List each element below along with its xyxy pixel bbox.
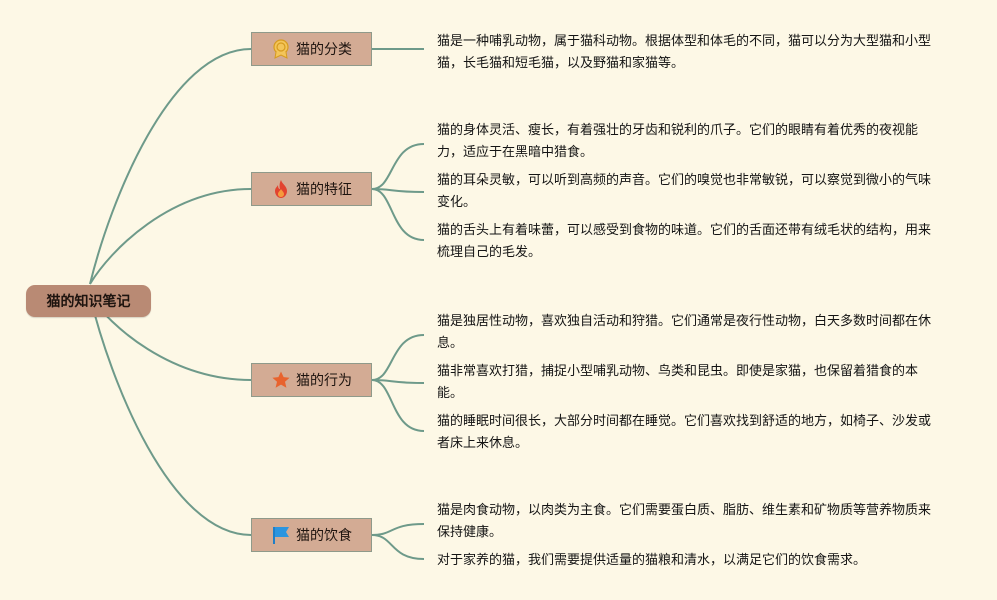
branch-node-3[interactable]: 猫的行为: [251, 363, 372, 397]
root-branch-connector-2: [89, 188, 252, 285]
leaf-text: 猫是一种哺乳动物，属于猫科动物。根据体型和体毛的不同，猫可以分为大型猫和小型猫，…: [437, 34, 932, 71]
branch-leaf-connector: [371, 334, 425, 381]
leaf-text: 猫是肉食动物，以肉类为主食。它们需要蛋白质、脂肪、维生素和矿物质等营养物质来保持…: [437, 503, 932, 540]
branch-node-4[interactable]: 猫的饮食: [251, 518, 372, 552]
leaf-text: 猫非常喜欢打猎，捕捉小型哺乳动物、鸟类和昆虫。即使是家猫，也保留着猎食的本能。: [437, 364, 919, 401]
branch-label: 猫的饮食: [296, 528, 352, 544]
leaf-text: 对于家养的猫，我们需要提供适量的猫粮和清水，以满足它们的饮食需求。: [437, 553, 867, 568]
star-icon: [271, 370, 291, 390]
branch-leaf-connector: [371, 534, 425, 560]
flag-icon: [271, 525, 291, 545]
branch-leaf-connector: [371, 379, 425, 432]
root-branch-connector-4: [89, 295, 252, 536]
branch-label: 猫的分类: [296, 42, 352, 58]
leaf-text: 猫的睡眠时间很长，大部分时间都在睡觉。它们喜欢找到舒适的地方，如椅子、沙发或者床…: [437, 414, 932, 451]
medal-icon: [271, 39, 291, 59]
root-node[interactable]: 猫的知识笔记: [26, 285, 151, 317]
leaf-text: 猫的舌头上有着味蕾，可以感受到食物的味道。它们的舌面还带有绒毛状的结构，用来梳理…: [437, 223, 932, 260]
branch-node-2[interactable]: 猫的特征: [251, 172, 372, 206]
branch-leaf-connector: [371, 143, 425, 190]
branch-leaf-connector: [371, 523, 425, 536]
branch-label: 猫的特征: [296, 182, 352, 198]
root-label: 猫的知识笔记: [46, 294, 131, 310]
branch-label: 猫的行为: [296, 373, 352, 389]
leaf-text: 猫的身体灵活、瘦长，有着强壮的牙齿和锐利的爪子。它们的眼睛有着优秀的夜视能力，适…: [437, 123, 919, 160]
leaf-text: 猫的耳朵灵敏，可以听到高频的声音。它们的嗅觉也非常敏锐，可以察觉到微小的气味变化…: [437, 173, 932, 210]
branch-node-1[interactable]: 猫的分类: [251, 32, 372, 66]
fire-icon: [271, 179, 291, 199]
root-branch-connector-1: [89, 48, 252, 285]
leaf-text: 猫是独居性动物，喜欢独自活动和狩猎。它们通常是夜行性动物，白天多数时间都在休息。: [437, 314, 932, 351]
branch-leaf-connector: [371, 188, 425, 241]
